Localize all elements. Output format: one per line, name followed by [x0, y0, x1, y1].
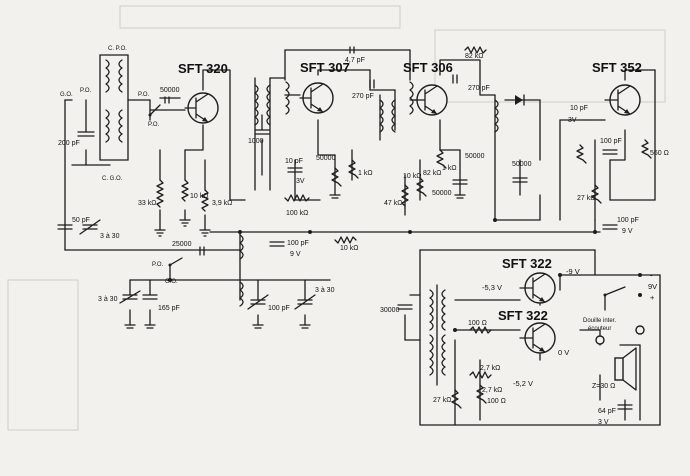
capacitors	[57, 46, 633, 410]
voltage-labels: -5,3 V -9 V -5,2 V 0 V - + 9V Douille in…	[482, 267, 657, 388]
label-sft320: SFT 320	[178, 61, 228, 76]
background-ghost-text	[7, 5, 666, 431]
val-r-1k-a: 1 kΩ	[358, 170, 373, 177]
val-c-10pf-a: 10 pF	[285, 158, 303, 165]
val-c-50pf: 50 pF	[72, 217, 90, 224]
val-r-10k-b: 10 kΩ	[340, 245, 358, 252]
val-c-165pf: 165 pF	[158, 305, 180, 312]
component-values: 50000 200 pF 50 pF 3 à 30 33 kΩ 10 kΩ 3,…	[58, 53, 669, 426]
val-r-100k-a: 100 kΩ	[286, 210, 308, 217]
val-r-82k-b: 82 kΩ	[423, 170, 441, 177]
val-c-50000b: 50000	[316, 155, 336, 162]
volt-53: -5,3 V	[482, 283, 502, 292]
val-c-100pf-a: 100 pF	[287, 240, 309, 247]
val-v-3v-b: 3V	[568, 117, 577, 124]
val-r-560: 560 Ω	[650, 150, 669, 157]
val-r-27k-c: 2,7 kΩ	[482, 387, 502, 394]
label-po-mid: P.O.	[138, 92, 150, 98]
val-c-3a30-c: 3 à 30	[315, 287, 335, 294]
val-v-9v-a: 9 V	[290, 251, 301, 258]
label-po-top: P.O.	[80, 88, 92, 94]
label-go-bottom: G.O.	[165, 279, 178, 285]
label-sft322-bottom: SFT 322	[498, 308, 548, 323]
label-go-left: G.O.	[60, 92, 73, 98]
label-sft307: SFT 307	[300, 60, 350, 75]
jack-line2: écouteur	[588, 326, 611, 332]
ground-symbols	[124, 194, 466, 329]
val-c-1000: 1000	[248, 138, 264, 145]
volt-9v: -9 V	[566, 267, 580, 276]
transistor-sft306	[413, 84, 448, 116]
val-r-10k-a: 10 kΩ	[190, 193, 208, 200]
val-r-39k: 3,9 kΩ	[212, 200, 232, 207]
val-c-100pf-b: 100 pF	[600, 138, 622, 145]
inductor-coils	[105, 59, 499, 386]
val-c-30000: 30000	[380, 307, 400, 314]
label-cpo: C. P.O.	[108, 46, 127, 52]
val-c-270pf-b: 270 pF	[468, 85, 490, 92]
term-plus: +	[650, 293, 655, 302]
val-r-27k: 27 kΩ	[577, 195, 595, 202]
val-c-50000a: 50000	[160, 87, 180, 94]
val-r-100-b: 100 Ω	[487, 398, 506, 405]
val-c-50000e: 50000	[432, 190, 452, 197]
val-c-270pf-a: 270 pF	[352, 93, 374, 100]
val-c-100pf-d: 100 pF	[268, 305, 290, 312]
resistors	[156, 46, 652, 409]
val-c-3a30-a: 3 à 30	[100, 233, 120, 240]
val-c-64pf: 64 pF	[598, 408, 616, 415]
val-r-100: 100 Ω	[468, 320, 487, 327]
val-c-100pf-c: 100 pF	[617, 217, 639, 224]
battery-terminals	[638, 273, 642, 297]
transistor-labels: SFT 320 SFT 307 SFT 306 SFT 352 SFT 322 …	[178, 60, 642, 323]
val-r-82k: 82 kΩ	[465, 53, 483, 60]
band-switches	[148, 104, 626, 297]
transistor-sft352	[604, 84, 641, 116]
label-sft352: SFT 352	[592, 60, 642, 75]
label-po-right: P.O.	[148, 122, 160, 128]
val-v-3v: 3V	[296, 178, 305, 185]
label-sft306: SFT 306	[403, 60, 453, 75]
circuit-wiring	[64, 49, 661, 426]
label-cgo: C. G.O.	[102, 176, 123, 182]
transistor-sft322-bottom	[519, 322, 556, 354]
val-r-10k-c: 10 kΩ	[403, 173, 421, 180]
val-r-27k-d: 27 kΩ	[433, 397, 451, 404]
term-minus: -	[650, 271, 653, 280]
transistor-sft307	[299, 82, 334, 114]
val-c-25000: 25000	[172, 241, 192, 248]
val-r-33k: 33 kΩ	[138, 200, 156, 207]
term-9v: 9V	[648, 282, 657, 291]
val-c-50000d: 50000	[512, 161, 532, 168]
val-c-3a30-b: 3 à 30	[98, 296, 118, 303]
band-labels: G.O. C. P.O. P.O. P.O. P.O. C. G.O. P.O.…	[60, 46, 178, 285]
jack-line1: Douille inter.	[583, 318, 616, 324]
volt-52: -5,2 V	[513, 379, 533, 388]
transistor-sft320	[184, 92, 219, 124]
val-v-3v-c: 3 V	[598, 419, 609, 426]
speaker-output	[595, 325, 645, 391]
val-c-50000c: 50000	[465, 153, 485, 160]
transistor-sft322-top	[519, 272, 556, 304]
detector-diode	[515, 94, 525, 106]
label-sft322-top: SFT 322	[502, 256, 552, 271]
val-r-1k-b: 1 kΩ	[442, 165, 457, 172]
label-po-bottom: P.O.	[152, 262, 164, 268]
val-r-27k-b: 2,7 kΩ	[480, 365, 500, 372]
val-r-47k: 47 kΩ	[384, 200, 402, 207]
volt-0v: 0 V	[558, 348, 569, 357]
junction-dots	[168, 218, 597, 332]
val-c-47pf: 4,7 pF	[345, 57, 365, 64]
val-impedance: Z=30 Ω	[592, 383, 615, 390]
val-c-200pf: 200 pF	[58, 140, 80, 147]
val-v-9v-b: 9 V	[622, 228, 633, 235]
val-c-10pf-b: 10 pF	[570, 105, 588, 112]
